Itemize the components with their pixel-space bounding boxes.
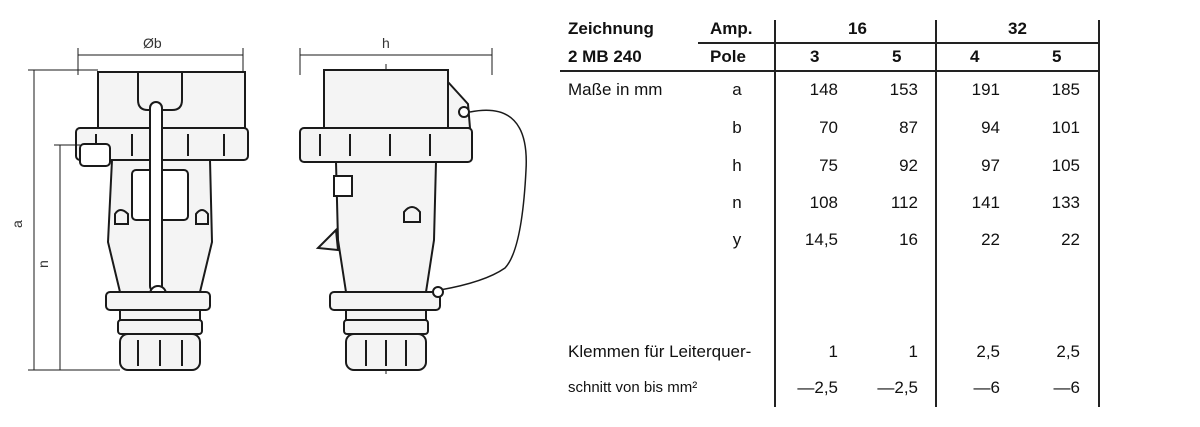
side-view: h	[299, 35, 527, 376]
header-amp: Amp.	[710, 19, 753, 38]
cell-a-3: 191	[971, 80, 1000, 99]
header-amp-32: 32	[1008, 19, 1027, 38]
cell-h-4: 105	[1051, 156, 1080, 175]
cell-n-4: 133	[1051, 193, 1080, 212]
header-amp-16: 16	[848, 19, 867, 38]
cell-b-2: 87	[899, 118, 918, 137]
header-rule-2	[560, 70, 1098, 72]
cell-b-3: 94	[981, 118, 1000, 137]
row-key-n: n	[732, 193, 742, 212]
cell-h-3: 97	[981, 156, 1000, 175]
klemmen-1-1: 1	[828, 342, 838, 361]
cell-y-4: 22	[1061, 230, 1080, 249]
dims-label: Maße in mm	[568, 80, 663, 99]
col-divider-2	[935, 20, 937, 407]
dim-phi-b-label: Øb	[143, 35, 162, 51]
klemmen-2-1: —2,5	[797, 378, 838, 397]
klemmen-1-4: 2,5	[1056, 342, 1080, 361]
connector-drawing: Øb	[9, 35, 527, 376]
header-pole-3: 4	[970, 47, 980, 66]
header-rule-1	[698, 42, 1098, 44]
front-view: Øb	[9, 35, 249, 371]
header-pole: Pole	[710, 47, 746, 66]
klemmen-1-2: 1	[908, 342, 918, 361]
header-zeichnung: Zeichnung	[568, 19, 654, 38]
col-divider-1	[774, 20, 776, 407]
row-key-y: y	[732, 230, 742, 249]
cell-n-1: 108	[809, 193, 838, 212]
cell-h-2: 92	[899, 156, 918, 175]
cell-b-4: 101	[1051, 118, 1080, 137]
cell-a-4: 185	[1051, 80, 1080, 99]
cell-h-1: 75	[819, 156, 838, 175]
cell-n-2: 112	[890, 193, 918, 212]
klemmen-2-2: —2,5	[877, 378, 918, 397]
cell-y-2: 16	[899, 230, 918, 249]
header-model: 2 MB 240	[568, 47, 642, 66]
cell-n-3: 141	[971, 193, 1000, 212]
cell-b-1: 70	[819, 118, 838, 137]
header-pole-4: 5	[1052, 47, 1062, 66]
klemmen-1-3: 2,5	[976, 342, 1000, 361]
header-pole-1: 3	[810, 47, 820, 66]
dim-a-label: a	[9, 220, 25, 228]
row-key-b: b	[732, 118, 742, 137]
cell-y-3: 22	[981, 230, 1000, 249]
dim-n-label: n	[35, 260, 51, 268]
dim-h-label: h	[382, 35, 390, 51]
cell-a-1: 148	[809, 80, 838, 99]
row-key-h: h	[732, 156, 742, 175]
klemmen-label-1: Klemmen für Leiterquer-	[568, 342, 752, 361]
col-divider-3	[1098, 20, 1100, 407]
cell-a-2: 153	[889, 80, 918, 99]
klemmen-2-3: —6	[973, 378, 1000, 397]
dimension-table: Zeichnung Amp. 16 32 2 MB 240 Pole 3 5 4…	[560, 0, 1200, 427]
klemmen-label-2: schnitt von bis mm²	[568, 379, 698, 396]
row-key-a: a	[732, 80, 742, 99]
header-pole-2: 5	[892, 47, 902, 66]
cell-y-1: 14,5	[804, 230, 838, 249]
klemmen-2-4: —6	[1053, 378, 1080, 397]
